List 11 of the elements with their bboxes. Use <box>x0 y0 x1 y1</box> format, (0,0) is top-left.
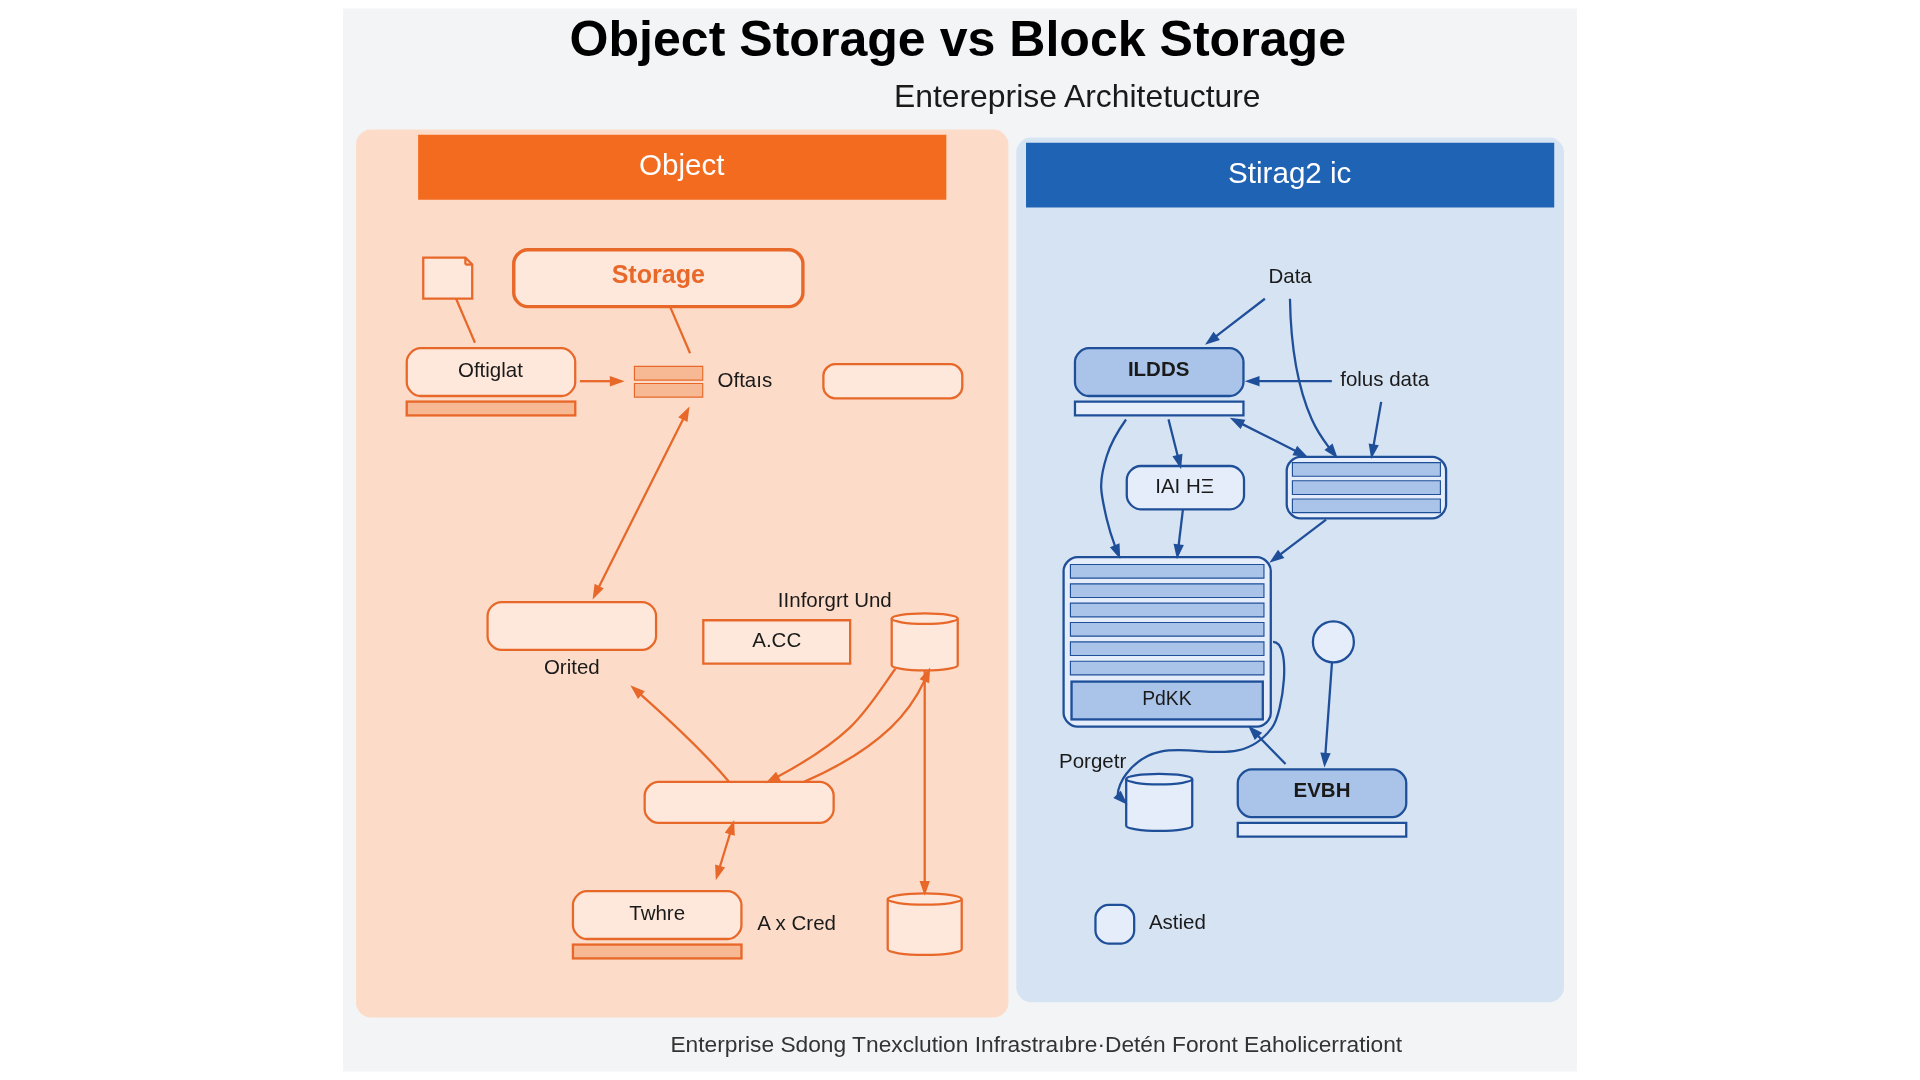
node-label: A x Cred <box>757 910 836 934</box>
label: Entereprise Architetucture <box>893 77 1261 114</box>
caption: Enterprise Sdong Tnexclution Infrastraıbre·Detén Foront Eaholicerrationt <box>670 1031 1403 1058</box>
node-text: folus data <box>1340 367 1430 391</box>
node-label: Porgetr <box>1059 748 1127 772</box>
node-text: Data <box>1268 264 1312 288</box>
diagram-title: Object Storage vs Block Storage <box>569 11 1347 68</box>
node-label: IInforgrt Und <box>777 588 892 612</box>
node-label: Orited <box>543 655 600 679</box>
node-label: Oftaıs <box>717 367 773 391</box>
node-label: Astied <box>1148 910 1206 934</box>
